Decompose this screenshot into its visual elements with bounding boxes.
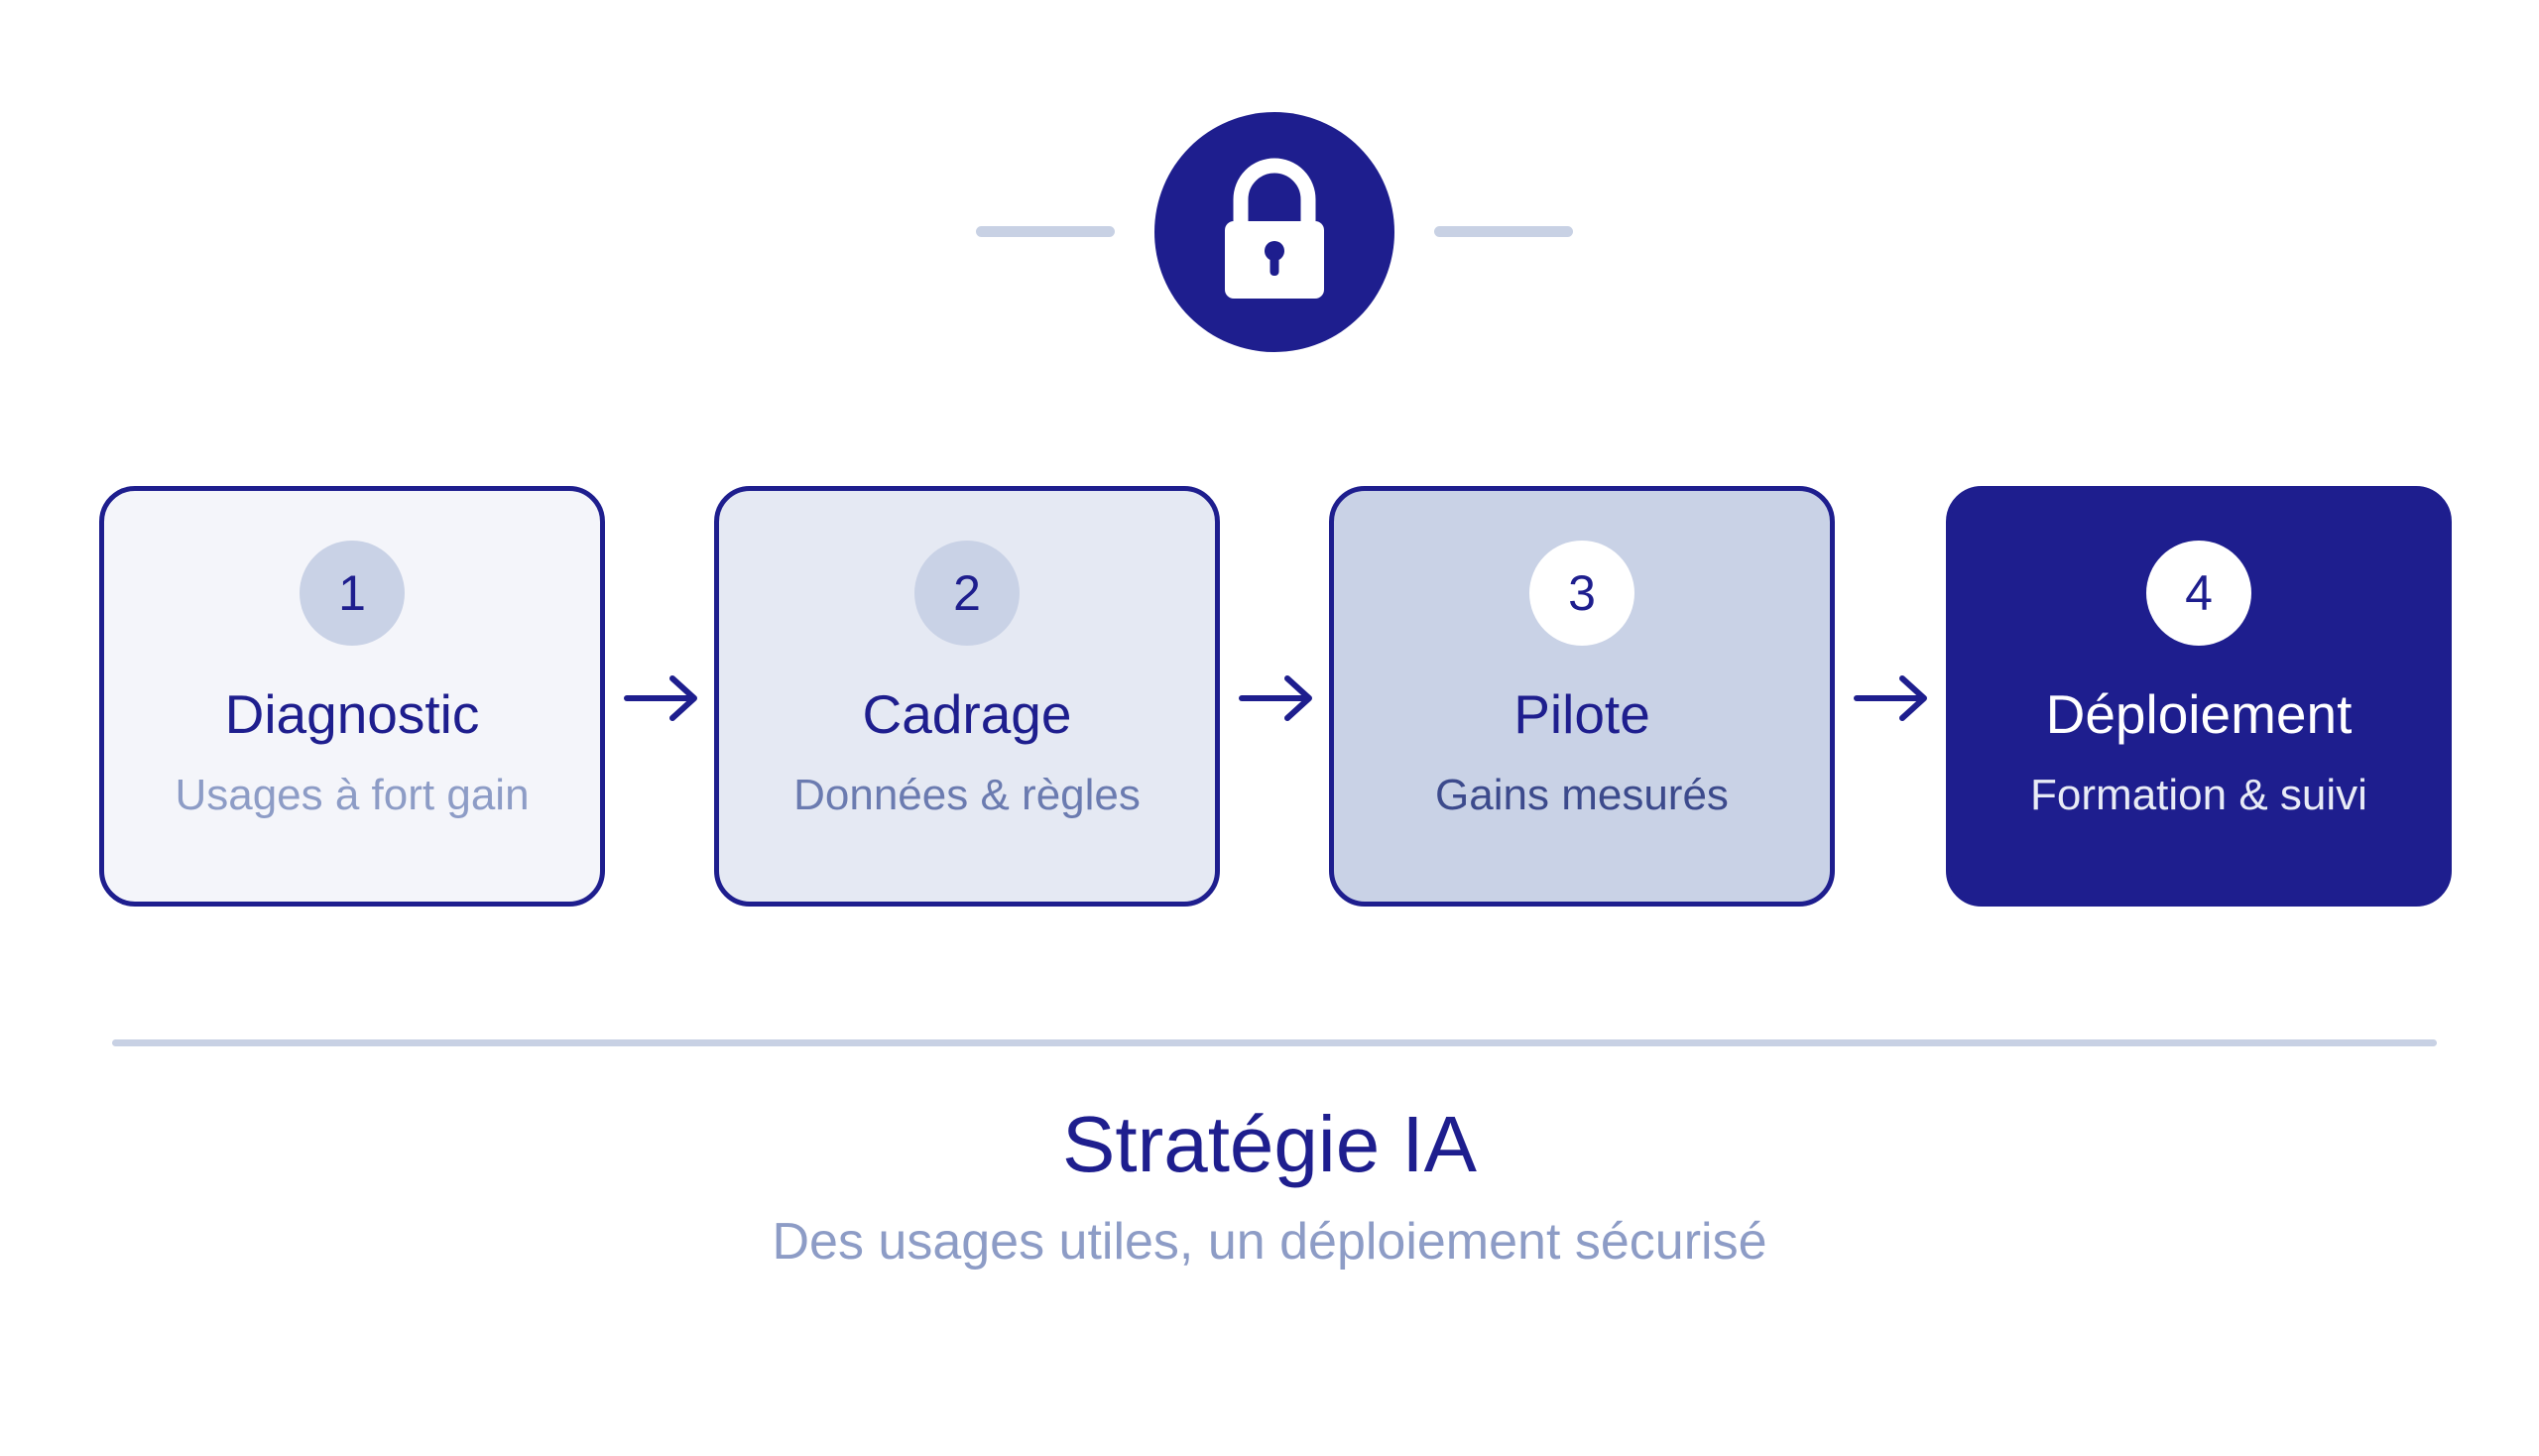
step-number-badge: 2 bbox=[914, 541, 1020, 646]
step-card-diagnostic: 1 Diagnostic Usages à fort gain bbox=[99, 486, 605, 907]
arrow-right-icon bbox=[1239, 675, 1312, 721]
decorative-line-left bbox=[976, 226, 1115, 237]
step-title: Déploiement bbox=[2045, 683, 2353, 745]
step-card-cadrage: 2 Cadrage Données & règles bbox=[714, 486, 1220, 907]
step-number-badge: 3 bbox=[1529, 541, 1634, 646]
step-card-deploiement: 4 Déploiement Formation & suivi bbox=[1946, 486, 2452, 907]
page-subtitle: Des usages utiles, un déploiement sécuri… bbox=[772, 1213, 1767, 1271]
step-title: Pilote bbox=[1513, 683, 1650, 745]
step-subtitle: Gains mesurés bbox=[1435, 771, 1729, 819]
lock-icon bbox=[1225, 158, 1324, 299]
arrow-right-icon bbox=[624, 675, 697, 721]
page-title: Stratégie IA bbox=[1061, 1100, 1477, 1188]
step-number-badge: 4 bbox=[2146, 541, 2251, 646]
step-title: Cadrage bbox=[862, 683, 1072, 745]
lock-header bbox=[0, 0, 2539, 397]
step-card-pilote: 3 Pilote Gains mesurés bbox=[1329, 486, 1835, 907]
step-title: Diagnostic bbox=[224, 683, 480, 745]
lock-badge bbox=[1154, 112, 1394, 352]
divider bbox=[112, 1039, 2437, 1046]
step-subtitle: Usages à fort gain bbox=[175, 771, 530, 819]
arrow-right-icon bbox=[1854, 675, 1927, 721]
step-subtitle: Données & règles bbox=[793, 771, 1141, 819]
step-subtitle: Formation & suivi bbox=[2030, 771, 2367, 819]
step-number-badge: 1 bbox=[300, 541, 405, 646]
decorative-line-right bbox=[1434, 226, 1573, 237]
